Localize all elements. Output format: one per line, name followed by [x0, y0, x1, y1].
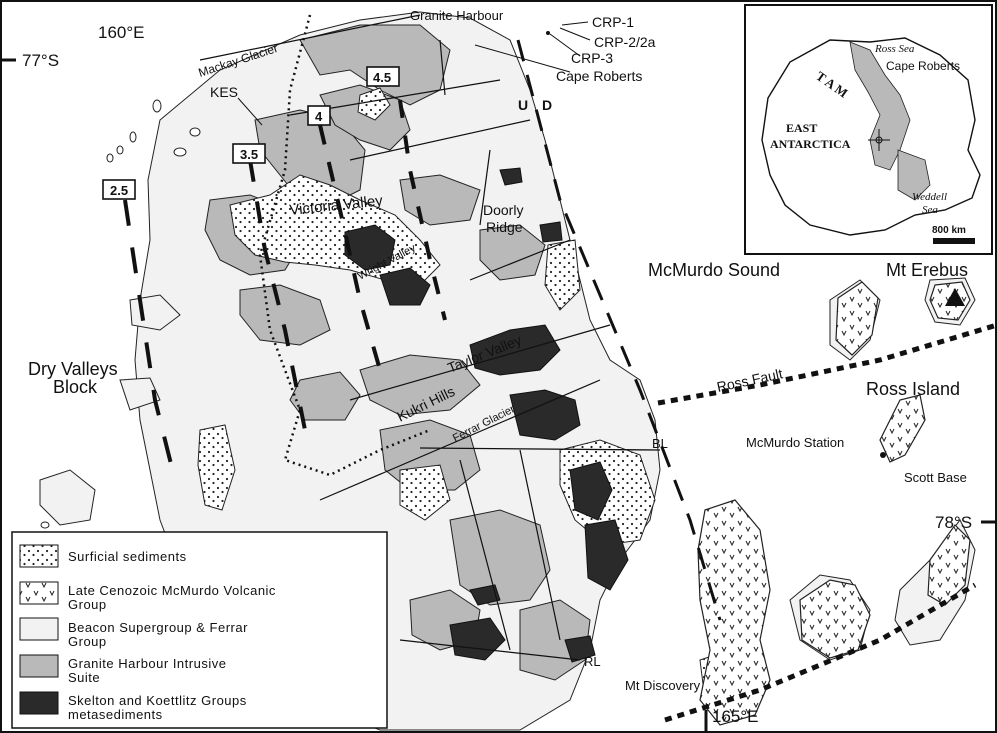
u-label: U	[518, 97, 528, 113]
contour-box-2-5: 2.5	[102, 179, 136, 200]
svg-text:Surficial sediments: Surficial sediments	[68, 549, 187, 564]
contour-box-4: 4	[307, 105, 331, 126]
rl-label: RL	[584, 654, 601, 669]
svg-text:Skelton and Koettlitz Groups: Skelton and Koettlitz Groups	[68, 693, 247, 708]
leader-lines	[237, 21, 591, 126]
svg-text:Beacon Supergroup & Ferrar: Beacon Supergroup & Ferrar	[68, 620, 248, 635]
kes-label: KES	[210, 84, 238, 100]
contour-2-5-line	[123, 199, 177, 481]
fault-7	[439, 39, 446, 96]
legend: Surficial sediments Late Cenozoic McMurd…	[11, 531, 388, 729]
svg-text:2.5: 2.5	[110, 183, 128, 198]
lat-78-label: 78°S	[935, 513, 972, 532]
fault-9	[459, 459, 511, 651]
svg-text:Group: Group	[68, 597, 107, 612]
fault-5	[349, 324, 611, 401]
legend-item-volcanic: Late Cenozoic McMurdo Volcanic Group	[19, 581, 276, 612]
contour-3-5-line	[248, 159, 307, 431]
mt-erebus-summit-icon	[945, 288, 965, 306]
fault-10	[519, 449, 561, 641]
fault-6	[319, 379, 601, 501]
mcmurdo-station-label: McMurdo Station	[746, 435, 844, 450]
legend-item-beacon: Beacon Supergroup & Ferrar Group	[19, 617, 248, 649]
lon-160-label: 160°E	[98, 23, 145, 42]
fault-3	[349, 119, 531, 161]
ross-island-label: Ross Island	[866, 379, 960, 399]
structure-lines	[123, 14, 997, 723]
svg-text:Late Cenozoic McMurdo Volcanic: Late Cenozoic McMurdo Volcanic	[68, 583, 276, 598]
legend-item-surficial: Surficial sediments	[19, 544, 187, 568]
ross-fault-line	[657, 322, 997, 406]
cape-roberts-marker	[546, 31, 550, 35]
rl-line	[399, 639, 581, 661]
cape-roberts-label: Cape Roberts	[556, 68, 642, 84]
d-label: D	[542, 97, 552, 113]
inset-cape-roberts-label: Cape Roberts	[886, 59, 960, 73]
svg-text:Group: Group	[68, 634, 107, 649]
svg-text:3.5: 3.5	[240, 147, 258, 162]
legend-item-metasediments: Skelton and Koettlitz Groups metasedimen…	[19, 691, 247, 722]
tam-grey-band	[849, 41, 911, 171]
scott-base-label: Scott Base	[904, 470, 967, 485]
surficial-sediments-areas	[197, 87, 746, 706]
svg-text:metasediments: metasediments	[68, 707, 163, 722]
inset-scale-label: 800 km	[932, 225, 966, 236]
inset-east-label: EAST	[786, 121, 817, 135]
fault-8	[479, 149, 491, 226]
crp2-label: CRP-2/2a	[594, 34, 656, 50]
inset-map: Ross Sea Cape Roberts T A M EAST ANTARCT…	[744, 4, 993, 255]
svg-text:Suite: Suite	[68, 670, 100, 685]
svg-text:4: 4	[315, 109, 323, 124]
inset-ross-sea-label: Ross Sea	[874, 43, 915, 55]
mt-erebus-label: Mt Erebus	[886, 260, 968, 280]
inset-antarctica-label: ANTARCTICA	[770, 137, 851, 151]
contour-box-3-5: 3.5	[232, 143, 266, 164]
legend-item-granite: Granite Harbour Intrusive Suite	[19, 654, 226, 685]
rift-flank-dashed-line	[516, 39, 722, 621]
dry-valleys-label-2: Block	[53, 377, 98, 397]
mcmurdo-sound-label: McMurdo Sound	[648, 260, 780, 280]
contour-4-5-line	[398, 99, 447, 321]
bl-label: BL	[652, 436, 668, 451]
contour-4-line	[318, 124, 382, 371]
mcmurdo-volcanic-areas	[697, 281, 971, 726]
dotted-boundary	[258, 14, 431, 477]
metasediment-areas	[344, 167, 629, 663]
inset-scale-bar	[933, 238, 975, 244]
doorly-ridge-label-1: Doorly	[483, 202, 523, 218]
doorly-ridge-label-2: Ridge	[486, 219, 523, 235]
svg-text:Granite Harbour Intrusive: Granite Harbour Intrusive	[68, 656, 226, 671]
inset-weddell-label-1: Weddell	[912, 191, 947, 203]
bl-line	[419, 447, 661, 451]
fault-1	[199, 14, 421, 61]
mt-discovery-label: Mt Discovery	[625, 678, 701, 693]
dry-valleys-label-1: Dry Valleys	[28, 359, 118, 379]
crp1-label: CRP-1	[592, 14, 634, 30]
contour-box-4-5: 4.5	[366, 66, 400, 87]
inset-weddell-label-2: Sea	[922, 204, 938, 216]
lon-165-label: 165°E	[712, 707, 759, 726]
crp3-label: CRP-3	[571, 50, 613, 66]
granite-harbour-label: Granite Harbour	[410, 8, 504, 23]
svg-text:4.5: 4.5	[373, 70, 391, 85]
fault-4	[469, 239, 571, 281]
weddell-grey	[897, 149, 931, 201]
mcmurdo-station-marker	[880, 452, 886, 458]
lat-77-label: 77°S	[22, 51, 59, 70]
